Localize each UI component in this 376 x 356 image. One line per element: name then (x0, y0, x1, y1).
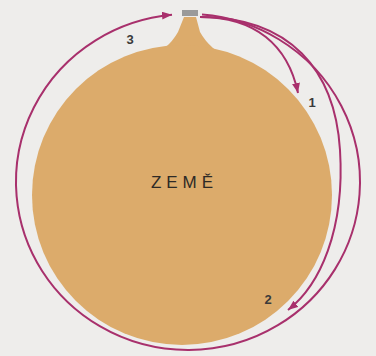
orbit-arrow (16, 15, 360, 350)
callout-number: 3 (126, 33, 133, 47)
earth-circle: ZEMĚ (32, 45, 332, 345)
earth-outline (32, 45, 332, 345)
earth-disc (32, 45, 332, 345)
planet-name: ZEMĚ (146, 173, 218, 193)
callout-number: 2 (264, 293, 271, 307)
callout-number: 1 (308, 96, 315, 110)
cannon (182, 10, 198, 16)
